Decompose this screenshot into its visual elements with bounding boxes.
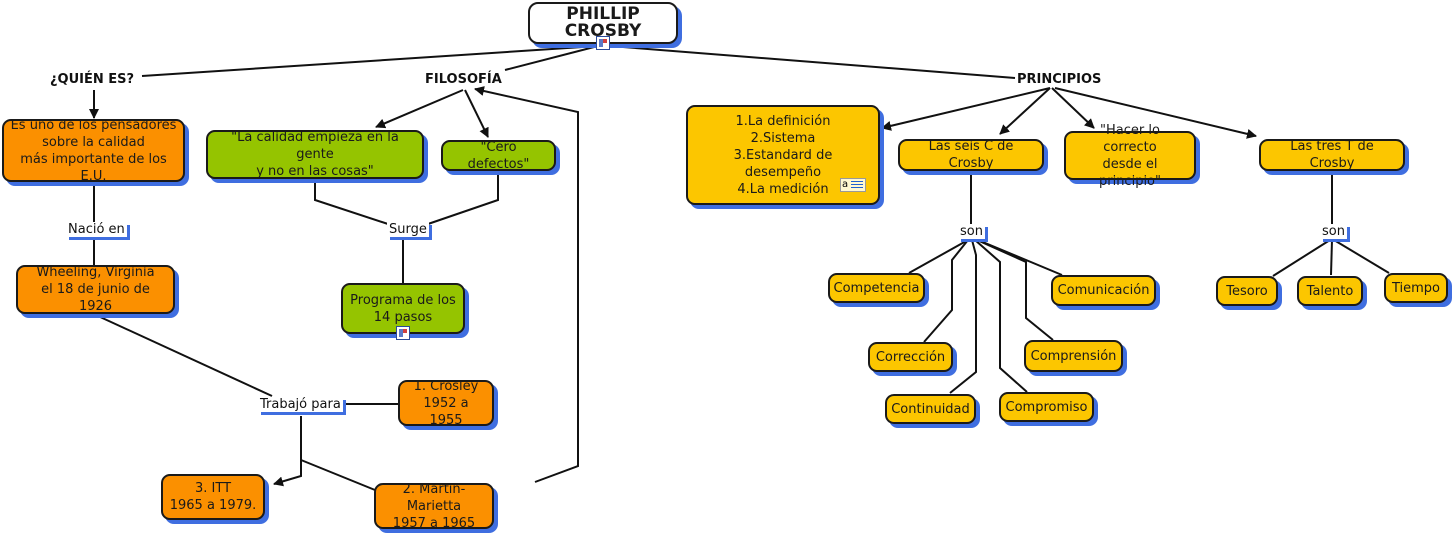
document-icon[interactable] (396, 326, 410, 340)
item-text: Competencia (833, 280, 920, 296)
title-text: PHILLIP CROSBY (564, 4, 642, 41)
item-text: Continuidad (891, 401, 970, 417)
annotation-icon[interactable]: a (840, 178, 866, 192)
item-text: Tiempo (1391, 280, 1441, 296)
three-t-item-talento[interactable]: Talento (1297, 276, 1363, 306)
six-c-text: Las seis C de Crosby (928, 139, 1014, 171)
son-link-label-three-t: son (1320, 224, 1347, 239)
six-c-item-continuidad[interactable]: Continuidad (885, 394, 976, 424)
link-worked-itt (273, 416, 302, 487)
link-quote2-surge (427, 172, 499, 225)
surge-link-label: Surge (387, 222, 429, 237)
item-text: Comunicación (1057, 283, 1150, 298)
employer-node-itt[interactable]: 3. ITT 1965 a 1979. (161, 474, 265, 520)
philosophy-zero-defects-node[interactable]: "Cero defectos" (441, 139, 556, 172)
link-philosophy-quote1 (375, 89, 464, 129)
link-son-competencia (908, 239, 969, 274)
employer-node-martin-marietta[interactable]: 2. Martin-Marietta 1957 a 1965 (374, 481, 494, 531)
birthplace-text: Wheeling, Virginia el 18 de junio de 192… (36, 265, 155, 314)
six-c-node[interactable]: Las seis C de Crosby (898, 139, 1044, 171)
born-link-label: Nació en (66, 222, 127, 237)
link-son-comprension (976, 239, 1054, 341)
six-c-item-correccion[interactable]: Corrección (868, 342, 953, 372)
link-son-tiempo (1333, 239, 1390, 274)
item-text: Talento (1306, 283, 1354, 299)
program-text: Programa de los 14 pasos (350, 292, 456, 325)
six-c-item-comprension[interactable]: Comprensión (1024, 340, 1123, 372)
link-birthplace-worked (97, 315, 273, 397)
link-son-tesoro (1272, 239, 1331, 277)
link-son-comunicacion (977, 239, 1063, 276)
heading-principles: PRINCIPIOS (1017, 72, 1102, 87)
link-martin-philosophy (474, 86, 579, 483)
heading-philosophy: FILOSOFÍA (425, 72, 502, 87)
link-title-principles (609, 45, 1016, 79)
link-principles-doright (1051, 87, 1095, 129)
three-t-item-tiempo[interactable]: Tiempo (1384, 273, 1448, 303)
employer-text: 2. Martin-Marietta 1957 a 1965 (392, 481, 476, 531)
worked-link-label: Trabajó para (258, 397, 343, 412)
employer-text: 1. Crosley 1952 a 1955 (413, 378, 479, 428)
link-principles-sixc (999, 87, 1051, 135)
link-son-continuidad (949, 239, 977, 394)
principles-list-text: 1.La definición 2.Sistema 3.Estandard de… (733, 114, 833, 197)
link-quote1-surge (314, 180, 389, 225)
link-philosophy-quote2 (464, 89, 489, 138)
item-text: Tesoro (1226, 283, 1268, 299)
link-title-who (141, 45, 599, 77)
item-text: Corrección (875, 349, 946, 365)
do-right-text: "Hacer lo correcto desde el principio" (1098, 122, 1161, 189)
item-text: Compromiso (1005, 399, 1088, 415)
six-c-item-competencia[interactable]: Competencia (828, 273, 925, 303)
philosophy-quote-people-node[interactable]: "La calidad empieza en la gente y no en … (206, 130, 424, 179)
quote-text: "La calidad empieza en la gente y no en … (231, 130, 399, 179)
link-son-correccion (923, 239, 969, 343)
who-description-text: Es uno de los pensadores sobre la calida… (10, 117, 177, 184)
six-c-item-compromiso[interactable]: Compromiso (999, 392, 1094, 422)
employer-node-crosley[interactable]: 1. Crosley 1952 a 1955 (398, 378, 494, 428)
link-title-philosophy (504, 45, 599, 71)
link-principles-threet (1054, 87, 1257, 139)
birthplace-node[interactable]: Wheeling, Virginia el 18 de junio de 192… (16, 265, 175, 314)
three-t-text: Las tres T de Crosby (1290, 139, 1374, 171)
heading-who: ¿QUIÉN ES? (50, 72, 135, 87)
employer-text: 3. ITT 1965 a 1979. (169, 481, 257, 513)
principles-list-node[interactable]: 1.La definición 2.Sistema 3.Estandard de… (686, 105, 880, 205)
link-son-compromiso (974, 239, 1028, 393)
quote-text: "Cero defectos" (467, 139, 530, 172)
link-son-talento (1330, 239, 1333, 276)
item-text: Comprensión (1030, 348, 1117, 364)
who-description-node[interactable]: Es uno de los pensadores sobre la calida… (2, 117, 185, 184)
three-t-node[interactable]: Las tres T de Crosby (1259, 139, 1405, 171)
son-link-label-six-c: son (958, 224, 985, 239)
document-icon[interactable] (596, 36, 610, 50)
do-right-node[interactable]: "Hacer lo correcto desde el principio" (1064, 123, 1196, 189)
link-worked-martin (300, 459, 376, 491)
three-t-item-tesoro[interactable]: Tesoro (1216, 276, 1278, 306)
six-c-item-comunicacion[interactable]: Comunicación (1051, 275, 1156, 306)
link-principles-list (881, 87, 1051, 131)
